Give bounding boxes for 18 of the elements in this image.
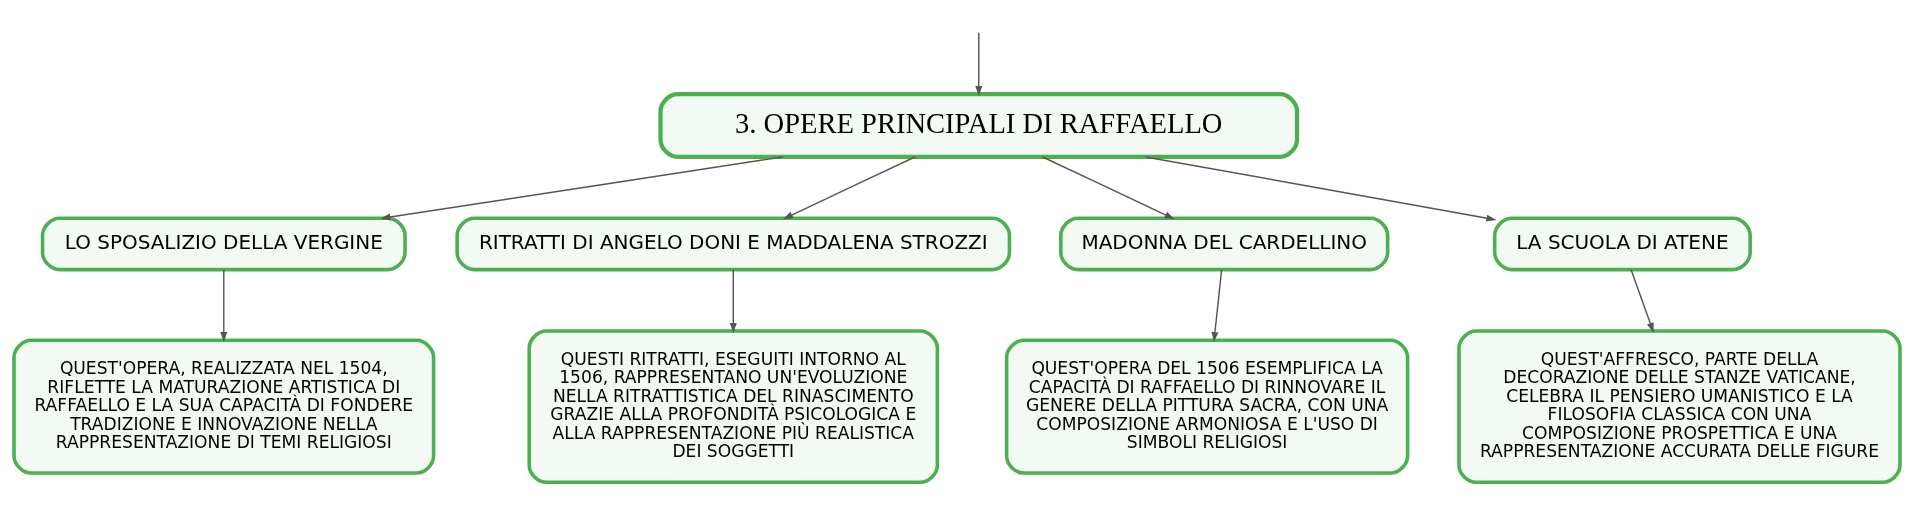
node-box: QUEST'OPERA, REALIZZATA NEL 1504, RIFLETTE LA MATURAZIONE ARTISTICA DI RAFFAELLO E LA SUA CAPACITÀ DI FONDERE TRADIZIONE E INNOVAZIONE NELLA RAPPRESENTAZIONE DI TEMI RELIGIOSI: [12, 338, 436, 475]
node-box: QUEST'OPERA DEL 1506 ESEMPLIFICA LA CAPACITÀ DI RAFFAELLO DI RINNOVARE IL GENERE DELLA PITTURA SACRA, CON UNA COMPOSIZIONE ARMONIOSA E L'USO DI SIMBOLI RELIGIOSI: [1004, 338, 1410, 475]
node-box: QUEST'AFFRESCO, PARTE DELLA DECORAZIONE DELLE STANZE VATICANE, CELEBRA IL PENSIERO UMANISTICO E LA FILOSOFIA CLASSICA CON UNA COMPOSIZIONE PROSPETTICA E UNA RAPPRESENTAZIONE ACCURATA DELLE FIGURE: [1457, 329, 1902, 485]
arrow: [782, 156, 916, 220]
node-box: 3. OPERE PRINCIPALI DI RAFFAELLO: [658, 91, 1300, 160]
node-box: RITRATTI DI ANGELO DONI E MADDALENA STROZZI: [455, 216, 1012, 272]
arrow: [1630, 268, 1654, 333]
arrow: [1041, 156, 1175, 220]
node-box: LA SCUOLA DI ATENE: [1492, 216, 1752, 272]
arrow: [220, 268, 228, 343]
node-box: QUESTI RITRATTI, ESEGUITI INTORNO AL 1506, RAPPRESENTANO UN'EVOLUZIONE NELLA RITRATTISTICA DEL RINASCIMENTO GRAZIE ALLA PROFONDITÀ PSICOLOGICA E ALLA RAPPRESENTAZIONE PIÙ REALISTICA DEI SOGGETTI: [527, 329, 940, 485]
arrow: [1145, 156, 1497, 222]
node-box: LO SPOSALIZIO DELLA VERGINE: [40, 216, 407, 272]
arrow: [1211, 268, 1223, 343]
arrow: [380, 156, 784, 221]
node-box: MADONNA DEL CARDELLINO: [1059, 216, 1390, 272]
arrow: [729, 268, 737, 333]
arrow: [975, 32, 983, 97]
